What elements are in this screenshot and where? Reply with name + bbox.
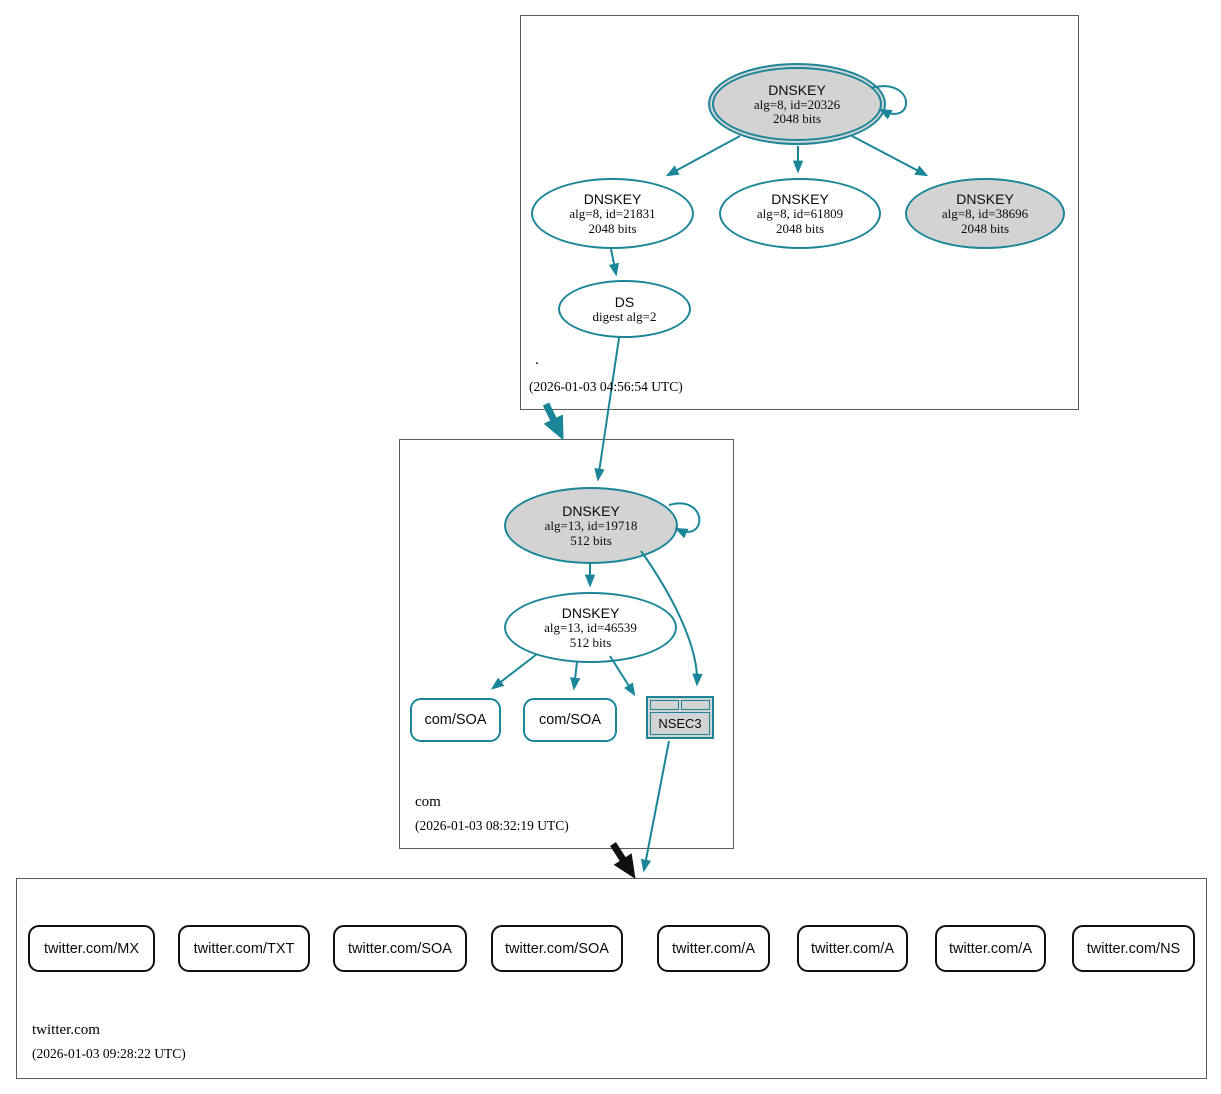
zone-label-com: com: [415, 794, 441, 810]
node-detail: alg=8, id=38696: [941, 206, 1029, 221]
zone-label-root: .: [535, 352, 539, 368]
nsec3-record-cell: [681, 700, 710, 710]
node-detail: alg=8, id=61809: [756, 206, 844, 221]
node-detail: alg=13, id=19718: [544, 518, 638, 533]
nsec3-node[interactable]: NSEC3: [646, 696, 714, 739]
node-detail: 2048 bits: [588, 220, 637, 236]
node-detail: alg=13, id=46539: [544, 620, 637, 635]
zone-timestamp-com: (2026-01-03 08:32:19 UTC): [415, 818, 569, 833]
node-title: DNSKEY: [562, 503, 620, 519]
node-title: DNSKEY: [771, 191, 829, 207]
nsec3-record-cell: [650, 700, 679, 710]
dnskey-node-19718[interactable]: DNSKEY alg=13, id=19718 512 bits: [504, 487, 678, 564]
node-title: DNSKEY: [768, 81, 826, 98]
zone-timestamp-twitter: (2026-01-03 09:28:22 UTC): [32, 1046, 186, 1061]
ds-node[interactable]: DS digest alg=2: [558, 280, 691, 338]
rrset-node-twitter-a-2[interactable]: twitter.com/A: [797, 925, 908, 972]
rrset-node-twitter-soa-2[interactable]: twitter.com/SOA: [491, 925, 623, 972]
dnskey-node-46539[interactable]: DNSKEY alg=13, id=46539 512 bits: [504, 592, 677, 663]
rrset-node-twitter-ns[interactable]: twitter.com/NS: [1072, 925, 1195, 972]
node-detail: 512 bits: [570, 532, 612, 548]
node-detail: alg=8, id=21831: [569, 206, 656, 221]
nsec3-record-cells: [650, 700, 710, 710]
rrset-node-twitter-a-3[interactable]: twitter.com/A: [935, 925, 1046, 972]
rrset-node-twitter-a-1[interactable]: twitter.com/A: [657, 925, 770, 972]
node-detail: digest alg=2: [592, 308, 657, 324]
zone-label-twitter: twitter.com: [32, 1022, 100, 1038]
rrset-node-twitter-soa-1[interactable]: twitter.com/SOA: [333, 925, 467, 972]
node-title: DNSKEY: [561, 605, 620, 621]
node-detail: 2048 bits: [772, 111, 822, 126]
node-detail: 2048 bits: [775, 220, 825, 236]
dnskey-node-ksk-20326[interactable]: DNSKEY alg=8, id=20326 2048 bits: [708, 63, 886, 145]
node-detail: alg=8, id=20326: [753, 96, 841, 112]
node-detail: 2048 bits: [960, 220, 1010, 236]
node-title: DNSKEY: [583, 191, 642, 207]
zone-timestamp-root: (2026-01-03 04:56:54 UTC): [529, 379, 683, 394]
rrset-node-twitter-mx[interactable]: twitter.com/MX: [28, 925, 155, 972]
node-title: DNSKEY: [956, 191, 1014, 207]
dnskey-node-61809[interactable]: DNSKEY alg=8, id=61809 2048 bits: [719, 178, 881, 249]
node-title: DS: [614, 293, 635, 310]
rrset-node-com-soa-1[interactable]: com/SOA: [410, 698, 501, 742]
dnskey-node-38696[interactable]: DNSKEY alg=8, id=38696 2048 bits: [905, 178, 1065, 249]
zone-box-twitter: [16, 878, 1207, 1079]
dnskey-node-21831[interactable]: DNSKEY alg=8, id=21831 2048 bits: [531, 178, 694, 249]
node-detail: 512 bits: [569, 634, 612, 650]
rrset-node-com-soa-2[interactable]: com/SOA: [523, 698, 617, 742]
rrset-node-twitter-txt[interactable]: twitter.com/TXT: [178, 925, 310, 972]
nsec3-label: NSEC3: [650, 712, 710, 735]
